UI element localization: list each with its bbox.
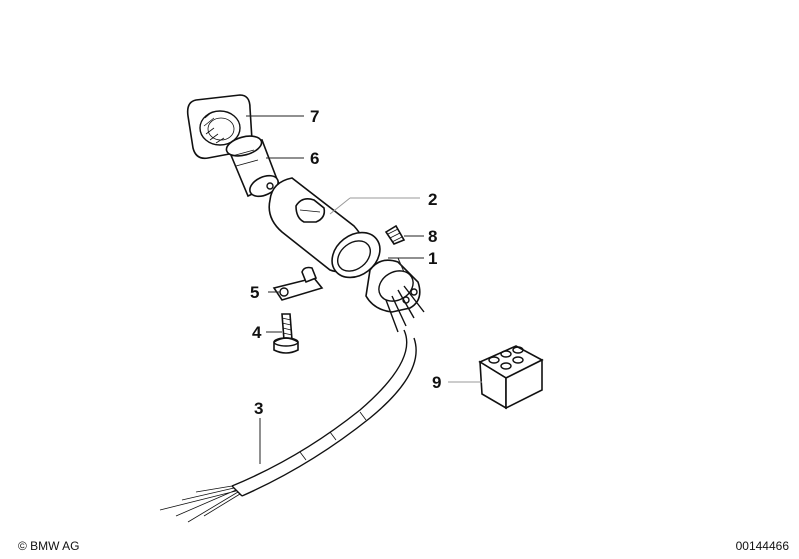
callout-6: 6: [310, 149, 319, 168]
callout-3: 3: [254, 399, 263, 418]
part-5-bracket: [272, 266, 324, 301]
part-3-cable: [159, 329, 417, 523]
copyright-notice: © BMW AG: [18, 539, 80, 553]
part-4-bolt: [273, 313, 299, 354]
callout-1: 1: [428, 249, 437, 268]
callout-2: 2: [428, 190, 437, 209]
part-2-tube: [268, 177, 381, 279]
document-number: 00144466: [735, 539, 789, 553]
callout-7: 7: [310, 107, 319, 126]
leader-2-tail: [329, 197, 351, 215]
callout-4: 4: [252, 323, 262, 342]
part-9-relay: [478, 345, 544, 410]
part-1-connector: [365, 259, 425, 333]
part-8-screw: [384, 224, 406, 245]
part-6-socket: [225, 135, 280, 198]
leader-1-tail: [397, 257, 405, 273]
callout-8: 8: [428, 227, 437, 246]
callout-5: 5: [250, 283, 259, 302]
callout-9: 9: [432, 373, 441, 392]
